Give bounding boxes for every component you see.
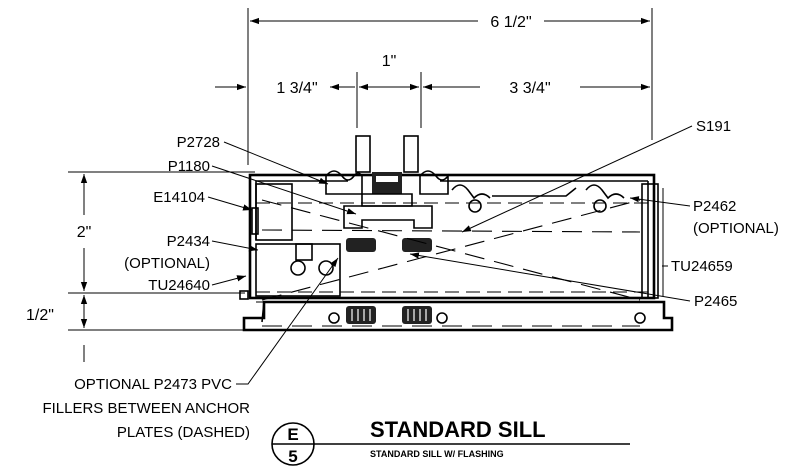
p2462-rib-left: [451, 184, 491, 200]
p1180-profile: [343, 205, 433, 229]
p1180-top: [361, 193, 413, 207]
callout-p2465: P2465: [694, 293, 737, 310]
p2728-block-highlight: [376, 176, 398, 182]
callout-fillers-line3: PLATES (DASHED): [117, 424, 250, 441]
callout-p2462: P2462: [693, 198, 736, 215]
p2462-ledge: [492, 187, 577, 197]
screw-boss-right: [634, 312, 646, 324]
hidden-diagonal-1: [261, 229, 641, 233]
leader-lines: [207, 125, 693, 385]
p2462-boss-left: [468, 199, 482, 213]
p2728-clip-right: [419, 170, 449, 195]
callout-s191: S191: [696, 118, 731, 135]
setting-block-upper-right: [402, 238, 432, 252]
callout-tu24640: TU24640: [148, 277, 210, 294]
leader-s191: [461, 125, 693, 233]
p2728-clip-left: [325, 170, 363, 195]
leader-e14104: [207, 196, 253, 211]
detail-letter: E: [287, 425, 298, 444]
dimension-lines: [68, 8, 653, 362]
leader-p2462: [629, 196, 691, 207]
dim-overall-width: 6 1/2": [490, 14, 531, 31]
tu24640-tab: [239, 290, 249, 300]
leader-p1180: [211, 165, 357, 215]
e14104-insert: [251, 207, 259, 235]
left-lower-chamber: [255, 243, 341, 297]
p2434-boss-left: [290, 260, 306, 276]
setting-block-ribs: [351, 309, 427, 321]
left-upper-chamber: [255, 183, 293, 241]
drawing-title: STANDARD SILL: [370, 417, 546, 442]
hidden-diagonal-3: [261, 199, 641, 301]
dim-frame-height: 2": [77, 224, 92, 241]
setting-block-lower-right: [402, 306, 432, 324]
leader-p2465: [409, 252, 691, 302]
setting-block-upper-left: [346, 238, 376, 252]
frame-outline: [248, 173, 656, 300]
setting-block-lower-left: [346, 306, 376, 324]
leader-p2728: [223, 141, 329, 185]
callout-fillers-line2: FILLERS BETWEEN ANCHOR: [42, 400, 250, 417]
dim-center-width: 1": [382, 53, 397, 70]
detail-number: 5: [288, 447, 297, 466]
callout-e14104: E14104: [153, 189, 205, 206]
p2728-block: [372, 172, 402, 194]
callout-fillers-line1: OPTIONAL P2473 PVC: [74, 376, 232, 393]
sill-base: [242, 300, 674, 332]
leader-p2473: [236, 257, 339, 385]
dim-base-height: 1/2": [26, 307, 54, 324]
screw-boss-center: [436, 312, 448, 324]
p2462-boss-right: [593, 199, 607, 213]
p2462-rib-right: [585, 184, 625, 200]
callout-tu24659: TU24659: [671, 258, 733, 275]
sill-frame: [239, 135, 674, 332]
callout-p2434: P2434: [167, 233, 210, 250]
dim-right-width: 3 3/4": [509, 80, 550, 97]
leader-p2434: [211, 240, 259, 252]
glazing-fin-left: [355, 135, 371, 173]
title-block: E 5 STANDARD SILL STANDARD SILL W/ FLASH…: [271, 417, 630, 466]
base-web-left: [261, 301, 265, 323]
leader-tu24640: [211, 275, 247, 286]
glazing-fin-right: [403, 135, 419, 173]
callout-p2462-note: (OPTIONAL): [693, 220, 779, 237]
callout-p2434-note: (OPTIONAL): [124, 255, 210, 272]
drawing-subtitle: STANDARD SILL W/ FLASHING: [370, 449, 504, 459]
p2434-tab: [295, 243, 313, 261]
dim-left-width: 1 3/4": [276, 80, 317, 97]
callout-p2728: P2728: [177, 134, 220, 151]
screw-boss-left: [328, 312, 340, 324]
tu24659-profile: [641, 183, 659, 299]
callout-p1180: P1180: [168, 158, 210, 175]
